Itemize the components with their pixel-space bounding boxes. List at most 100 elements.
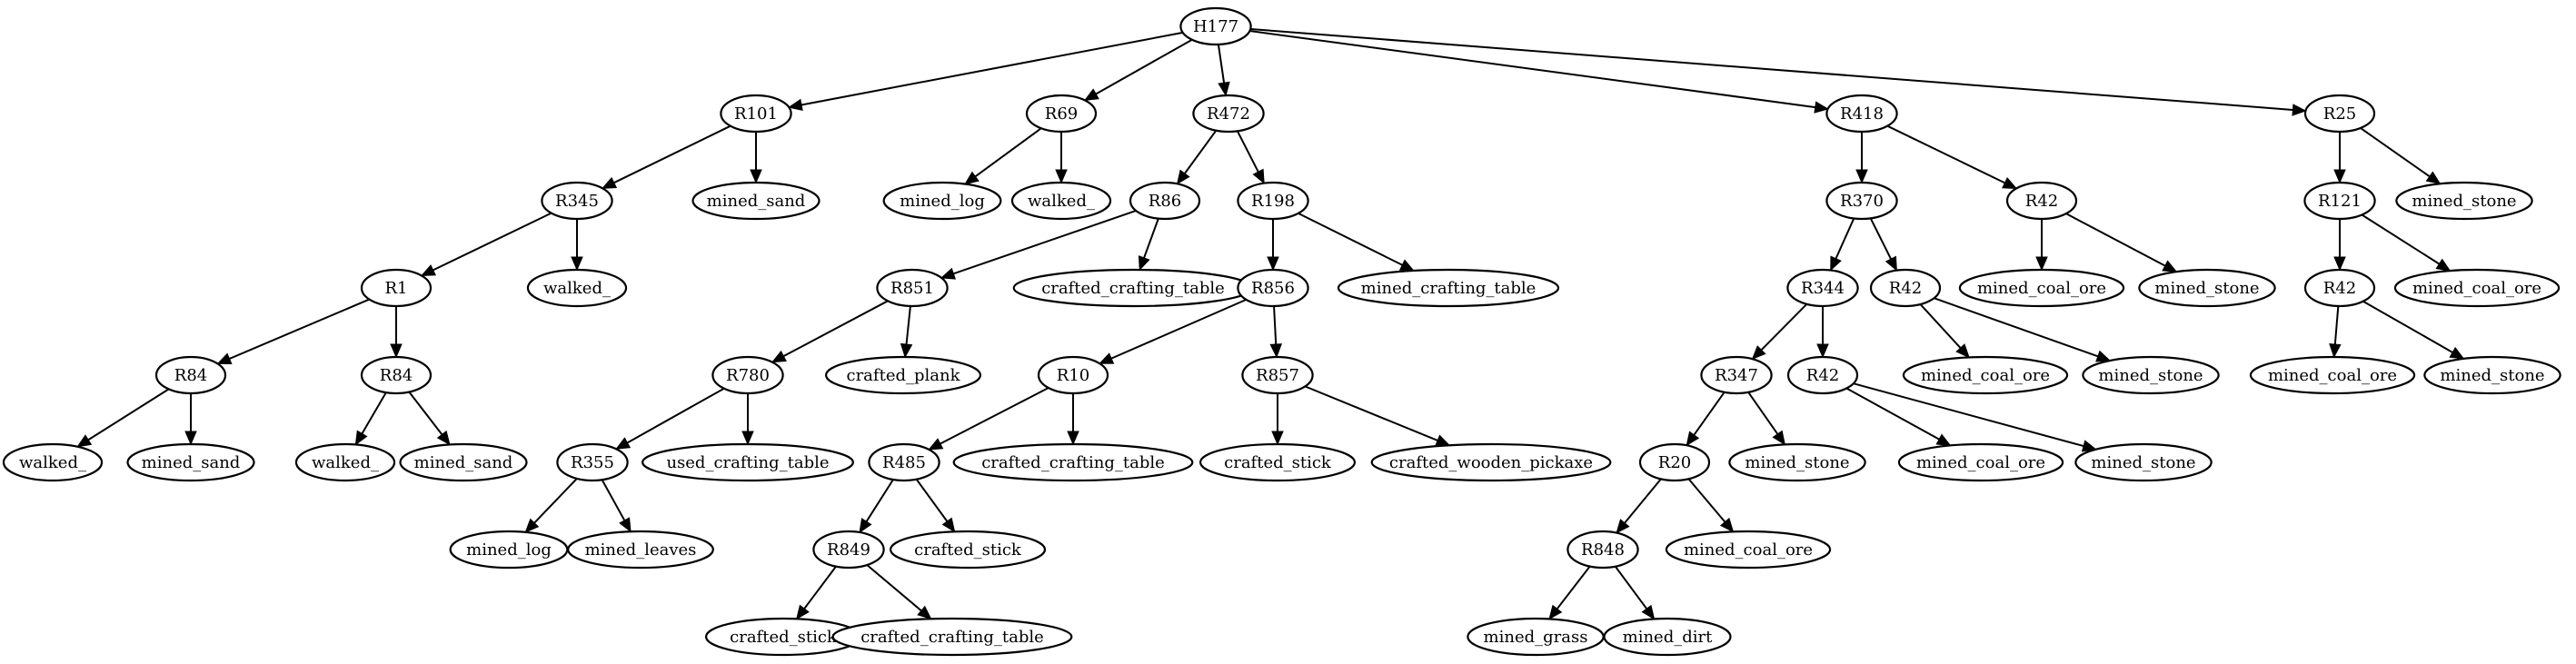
edge-R42c-to-stone4 <box>2362 300 2465 360</box>
edge-line <box>533 478 578 524</box>
node-mined-sand: mined_sand <box>691 181 821 221</box>
node-ellipse <box>1786 268 1859 308</box>
node-ellipse <box>526 268 628 308</box>
edge-H177-to-R472 <box>1217 44 1230 97</box>
edge-R344-to-R347 <box>1751 303 1808 361</box>
node-R101: R101 <box>720 94 792 134</box>
node-label: R472 <box>1207 104 1250 124</box>
node-ellipse <box>2393 268 2561 308</box>
edge-line <box>1236 130 1259 173</box>
edge-R347-to-stone5 <box>1747 391 1786 446</box>
node-ellipse <box>2082 355 2220 395</box>
edge-R198-to-mct <box>1298 212 1415 272</box>
node-R42: R42 <box>2303 268 2376 308</box>
edge-R121-to-coal2 <box>2361 213 2452 272</box>
edge-line <box>408 391 443 435</box>
node-R849: R849 <box>812 530 885 570</box>
edge-R851-to-R780 <box>771 300 889 363</box>
node-R42: R42 <box>1786 355 1859 395</box>
node-ellipse <box>567 530 714 570</box>
node-ellipse <box>2 442 104 482</box>
node-label: mined_stone <box>2412 192 2516 211</box>
node-mined-coal-ore: mined_coal_ore <box>1665 530 1832 570</box>
edge-R848-to-grass <box>1548 565 1591 620</box>
node-ellipse <box>1241 355 1314 395</box>
node-label: mined_coal_ore <box>1684 540 1813 560</box>
node-ellipse <box>2005 181 2078 221</box>
arrowhead-icon <box>741 431 754 446</box>
node-label: mined_grass <box>1484 628 1588 647</box>
edge-R856-to-R857 <box>1269 305 1282 359</box>
node-label: walked_ <box>312 453 379 472</box>
node-R418: R418 <box>1825 94 1898 134</box>
node-mined-stone: mined_stone <box>2074 442 2213 482</box>
arrowhead-icon <box>787 98 803 112</box>
arrowhead-icon <box>2035 256 2048 272</box>
node-ellipse <box>642 442 854 482</box>
edge-R347-to-R20 <box>1686 391 1726 447</box>
arrowhead-icon <box>1830 255 1842 272</box>
edge-line <box>866 564 922 612</box>
edge-R42d-to-stone6 <box>1853 382 2097 452</box>
node-crafted-wooden-pickaxe: crafted_wooden_pickaxe <box>1370 442 1612 482</box>
node-crafted-crafting-table: crafted_crafting_table <box>831 617 1073 657</box>
edge-line <box>1556 565 1591 609</box>
node-label: R780 <box>726 366 770 385</box>
node-label: R69 <box>1045 104 1078 124</box>
node-crafted-crafting-table: crafted_crafting_table <box>1012 268 1254 308</box>
arrowhead-icon <box>1935 433 1952 447</box>
edge-R780-to-uct <box>741 393 754 446</box>
edge-R1-to-R84b <box>390 306 403 359</box>
edge-line <box>2361 213 2441 265</box>
edge-R857-to-pickaxe <box>1304 385 1451 447</box>
node-H177: H177 <box>1179 6 1252 46</box>
node-ellipse <box>868 442 940 482</box>
arrowhead-icon <box>1176 169 1190 185</box>
node-ellipse <box>1566 530 1639 570</box>
edge-line <box>1919 303 1962 349</box>
arrowhead-icon <box>184 431 197 446</box>
node-label: R370 <box>1840 192 1884 211</box>
node-R345: R345 <box>541 181 613 221</box>
node-ellipse <box>556 442 629 482</box>
node-ellipse <box>1237 181 1309 221</box>
edge-R86-to-cct1 <box>1138 218 1159 272</box>
edge-H177-to-R418 <box>1249 30 1829 114</box>
edge-R25-to-R121 <box>2333 132 2346 184</box>
node-label: mined_log <box>466 540 552 560</box>
node-ellipse <box>1902 355 2069 395</box>
node-ellipse <box>360 355 433 395</box>
node-label: R84 <box>174 366 207 385</box>
node-label: crafted_stick <box>914 540 1022 560</box>
node-label: walked_ <box>1028 192 1095 211</box>
node-label: R347 <box>1715 366 1758 385</box>
node-label: mined_stone <box>2154 279 2259 298</box>
node-label: R101 <box>734 104 778 124</box>
node-R780: R780 <box>711 355 784 395</box>
edge-line <box>1110 298 1247 360</box>
arrowhead-icon <box>436 430 451 446</box>
node-ellipse <box>399 442 528 482</box>
arrowhead-icon <box>1751 345 1766 361</box>
edge-R20-to-coal6 <box>1687 478 1735 533</box>
edge-line <box>915 479 949 522</box>
edge-line <box>1624 478 1662 524</box>
node-label: R42 <box>2025 192 2058 211</box>
edge-line <box>601 479 626 521</box>
node-R42: R42 <box>1869 268 1942 308</box>
node-ellipse <box>889 530 1047 570</box>
arrowhead-icon <box>940 267 957 280</box>
node-ellipse <box>831 617 1073 657</box>
node-ellipse <box>1825 94 1898 134</box>
node-label: crafted_plank <box>847 366 961 385</box>
node-R69: R69 <box>1025 94 1098 134</box>
arrowhead-icon <box>1055 169 1068 184</box>
arrowhead-icon <box>2162 260 2178 273</box>
node-R370: R370 <box>1825 181 1898 221</box>
edge-line <box>1143 218 1159 259</box>
node-ellipse <box>2303 268 2376 308</box>
arrowhead-icon <box>2081 440 2097 452</box>
edge-line <box>1615 566 1648 609</box>
